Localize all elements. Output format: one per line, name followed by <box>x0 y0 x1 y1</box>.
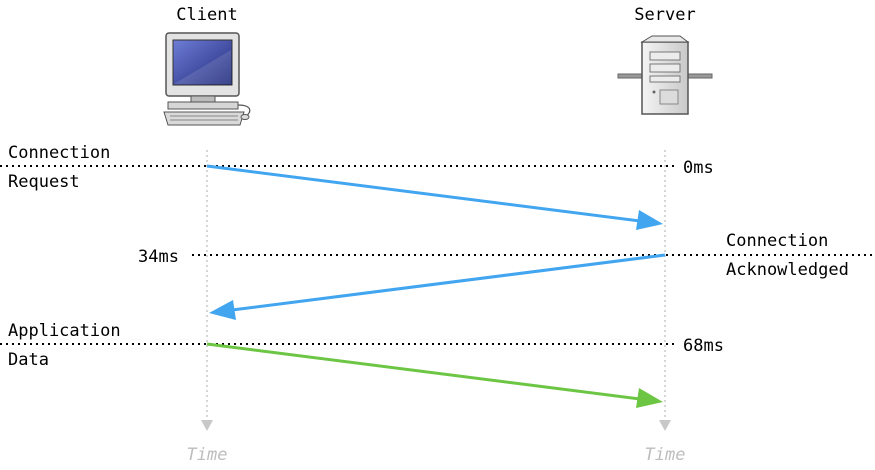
server-title: Server <box>634 5 695 25</box>
connection-acknowledged-label-line2: Acknowledged <box>726 260 849 280</box>
time-34ms-label: 34ms <box>138 247 179 267</box>
application-data-label-line1: Application <box>8 321 121 341</box>
time-68ms-label: 68ms <box>683 336 724 356</box>
application-data-arrow <box>206 342 663 408</box>
connection-acknowledged-arrow <box>209 253 666 320</box>
connection-request-label-line2: Request <box>8 172 80 192</box>
connection-request-label-line1: Connection <box>8 143 110 163</box>
time-0ms-label: 0ms <box>683 158 714 178</box>
client-time-label: Time <box>187 445 228 465</box>
desktop-computer-icon <box>163 32 251 126</box>
application-data-label-line2: Data <box>8 350 49 370</box>
connection-acknowledged-label-line1: Connection <box>726 231 828 251</box>
server-timeline-arrowhead <box>659 420 671 431</box>
server-tower-icon <box>617 35 713 115</box>
client-timeline-arrowhead <box>201 420 213 431</box>
server-time-label: Time <box>645 445 686 465</box>
connection-request-arrow <box>206 164 663 230</box>
client-title: Client <box>176 5 237 25</box>
